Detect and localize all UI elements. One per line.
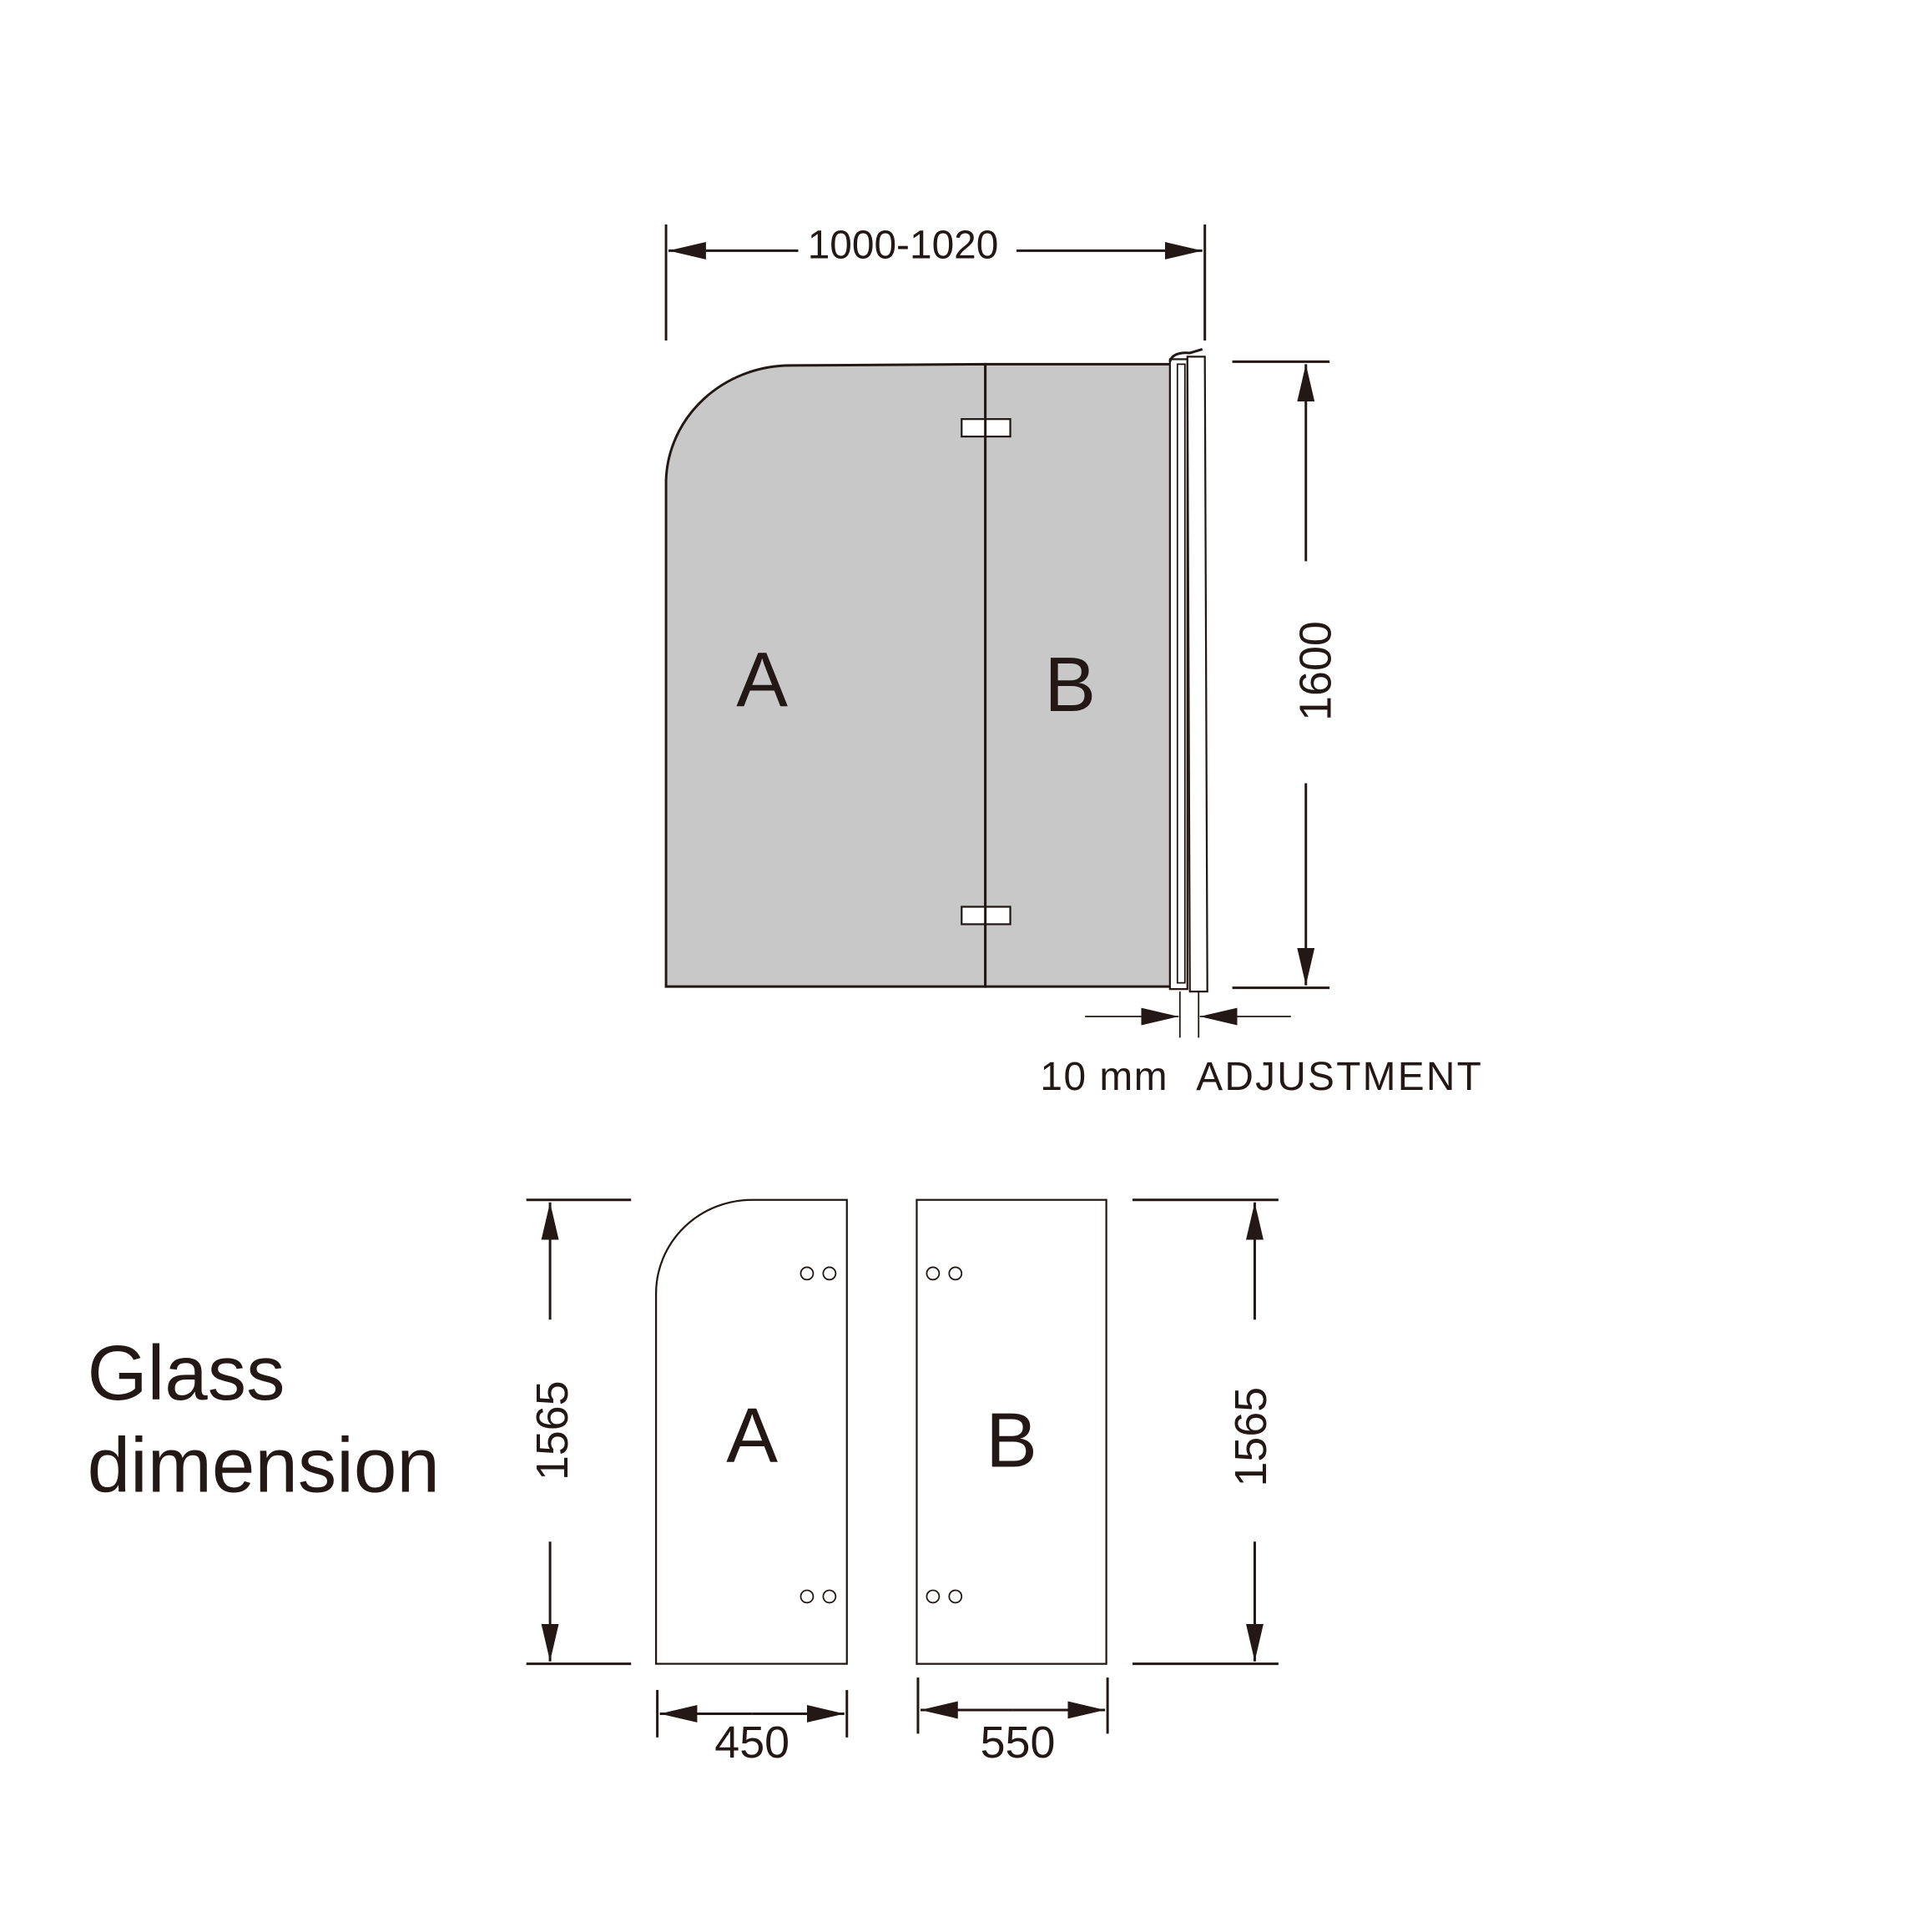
hole	[926, 1266, 941, 1281]
glass-a-label: A	[726, 1392, 778, 1479]
panel-b-label: B	[1044, 641, 1096, 728]
wall-profile	[1168, 348, 1208, 993]
hole	[926, 1589, 941, 1604]
height-dimension: 1600	[1232, 360, 1341, 990]
glass-b-height-label: 1565	[1226, 1387, 1276, 1487]
glass-b-width-dimension: 550	[916, 1677, 1109, 1768]
glass-a-width-label: 450	[714, 1718, 789, 1768]
glass-b-width-label: 550	[981, 1718, 1056, 1768]
glass-dimension-title-line2: dimension	[88, 1421, 440, 1508]
assembled-screen-view: A B 1000-1020 1600 10 mm ADJUSTMENT	[664, 223, 1483, 1099]
hole	[948, 1589, 963, 1604]
glass-dimension-section: Glass dimension A B 1565	[88, 1198, 1279, 1768]
glass-dimension-title-line1: Glass	[88, 1329, 285, 1416]
glass-a-height-dimension: 1565	[526, 1198, 632, 1666]
adjustment-label: ADJUSTMENT	[1196, 1055, 1483, 1099]
glass-panel-b	[984, 362, 1174, 988]
hole	[800, 1266, 815, 1281]
hole	[800, 1589, 815, 1604]
glass-panel-a	[664, 362, 987, 988]
glass-b-height-dimension: 1565	[1132, 1198, 1279, 1666]
height-dimension-label: 1600	[1291, 621, 1341, 721]
hinge-bottom	[961, 905, 1011, 926]
hole	[822, 1266, 837, 1281]
glass-b-label: B	[986, 1397, 1037, 1484]
hinge-top	[961, 418, 1011, 438]
width-dimension: 1000-1020	[664, 223, 1207, 341]
glass-a-width-dimension: 450	[656, 1690, 849, 1768]
hole	[948, 1266, 963, 1281]
panel-a-label: A	[736, 636, 788, 723]
width-dimension-label: 1000-1020	[808, 223, 999, 267]
adjustment-dimension: 10 mm ADJUSTMENT	[1040, 991, 1483, 1099]
glass-b-drawing: B	[916, 1198, 1107, 1665]
adjustment-value: 10 mm	[1040, 1055, 1168, 1099]
hole	[822, 1589, 837, 1604]
glass-a-height-label: 1565	[527, 1380, 578, 1481]
glass-a-drawing: A	[654, 1198, 848, 1665]
